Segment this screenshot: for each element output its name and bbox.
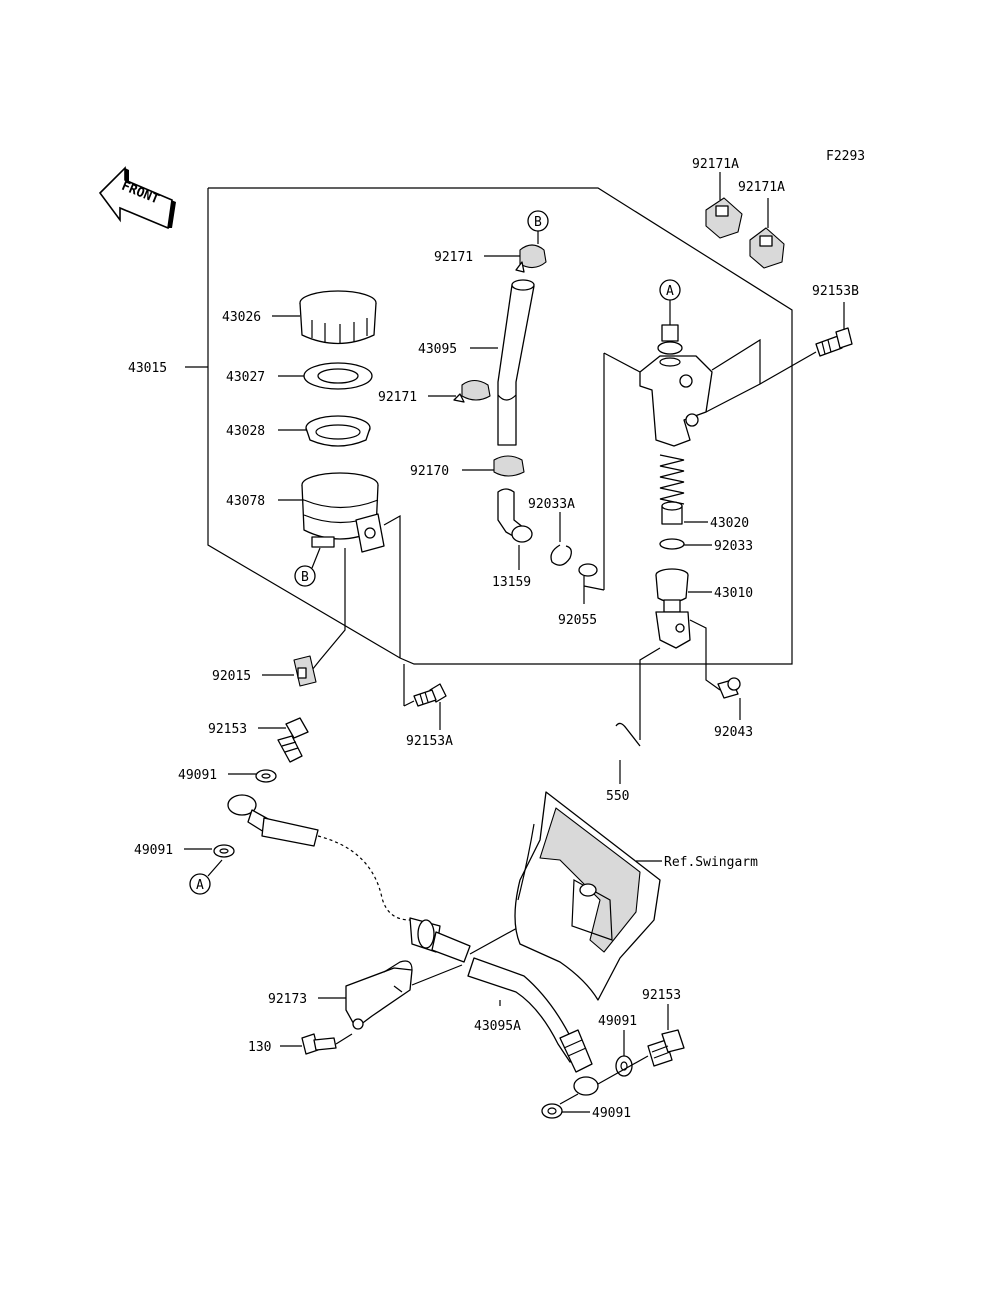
bolt-92153A (413, 683, 447, 707)
bolt-130 (301, 1033, 337, 1055)
banjo-bolt-92153-upper (277, 717, 309, 763)
part-label: 43015 (128, 361, 167, 376)
part-label: 92015 (212, 669, 251, 684)
svg-text:B: B (301, 570, 309, 585)
brake-hose-lower (467, 957, 599, 1096)
pin-92043 (717, 677, 741, 699)
svg-text:A: A (196, 878, 204, 893)
hose-clamp-92171A-1 (705, 197, 743, 239)
nut-clip-92015 (293, 655, 317, 687)
part-label: 49091 (134, 843, 173, 858)
part-label: 92171A (692, 157, 739, 172)
part-label: 92170 (410, 464, 449, 479)
assembly-outline (185, 187, 793, 706)
o-ring-92055 (578, 563, 598, 577)
hose-clamp-92173 (345, 960, 413, 1030)
spring-43020 (659, 454, 685, 525)
reservoir-plate (303, 362, 373, 390)
part-label: 92153B (812, 284, 859, 299)
brake-hose-middle (409, 917, 471, 963)
part-label: 92173 (268, 992, 307, 1007)
circlip-92033 (659, 538, 685, 550)
part-label: 92043 (714, 725, 753, 740)
part-label: 92171 (434, 250, 473, 265)
part-label: 13159 (492, 575, 531, 590)
washer-49091-d (541, 1103, 563, 1119)
part-label: 92033 (714, 539, 753, 554)
marker-b-upper: B (527, 210, 549, 232)
swingarm-reference (514, 791, 661, 1001)
marker-a-lower: A (189, 873, 211, 895)
elbow-fitting-13159 (497, 488, 533, 543)
push-rod-43010 (655, 568, 691, 649)
reservoir-hose (497, 279, 535, 446)
hose-clamp-92171A-2 (749, 227, 785, 269)
part-label: 43078 (226, 494, 265, 509)
reservoir-cap (299, 290, 377, 345)
marker-a-upper: A (659, 279, 681, 301)
part-label: 92171A (738, 180, 785, 195)
part-label: 92153A (406, 734, 453, 749)
washer-49091-b (213, 844, 235, 858)
svg-text:A: A (666, 284, 674, 299)
part-label: 130 (248, 1040, 271, 1055)
part-label: 43010 (714, 586, 753, 601)
bolt-92153B (815, 327, 853, 357)
reservoir-body (301, 472, 385, 553)
reservoir-diaphragm (305, 415, 371, 447)
hose-clamp-top (515, 244, 547, 273)
part-label: 43095A (474, 1019, 521, 1034)
swingarm-label: Ref.Swingarm (664, 855, 758, 870)
part-label: 49091 (178, 768, 217, 783)
part-label: 550 (606, 789, 629, 804)
part-label: 92171 (378, 390, 417, 405)
svg-text:B: B (534, 215, 542, 230)
part-label: 92153 (208, 722, 247, 737)
part-label: 43028 (226, 424, 265, 439)
part-label: 92033A (528, 497, 575, 512)
part-label: 43027 (226, 370, 265, 385)
cotter-pin-550 (615, 722, 641, 747)
banjo-bolt-92153-lower (647, 1029, 685, 1067)
part-label: 43095 (418, 342, 457, 357)
figure-code: F2293 (826, 149, 865, 164)
part-label: 43026 (222, 310, 261, 325)
master-cylinder-body (639, 324, 713, 447)
hose-clamp-mid (453, 379, 491, 403)
circlip-92033A (550, 544, 572, 566)
part-label: 43020 (710, 516, 749, 531)
hose-clamp-92170 (493, 455, 525, 477)
marker-b-lower: B (294, 565, 316, 587)
washer-49091-a (255, 769, 277, 783)
banjo-fitting-upper (227, 794, 319, 847)
front-arrow-icon: FRONT (98, 166, 176, 230)
part-label: 92153 (642, 988, 681, 1003)
part-label: 92055 (558, 613, 597, 628)
part-label: 49091 (598, 1014, 637, 1029)
part-label: 49091 (592, 1106, 631, 1121)
